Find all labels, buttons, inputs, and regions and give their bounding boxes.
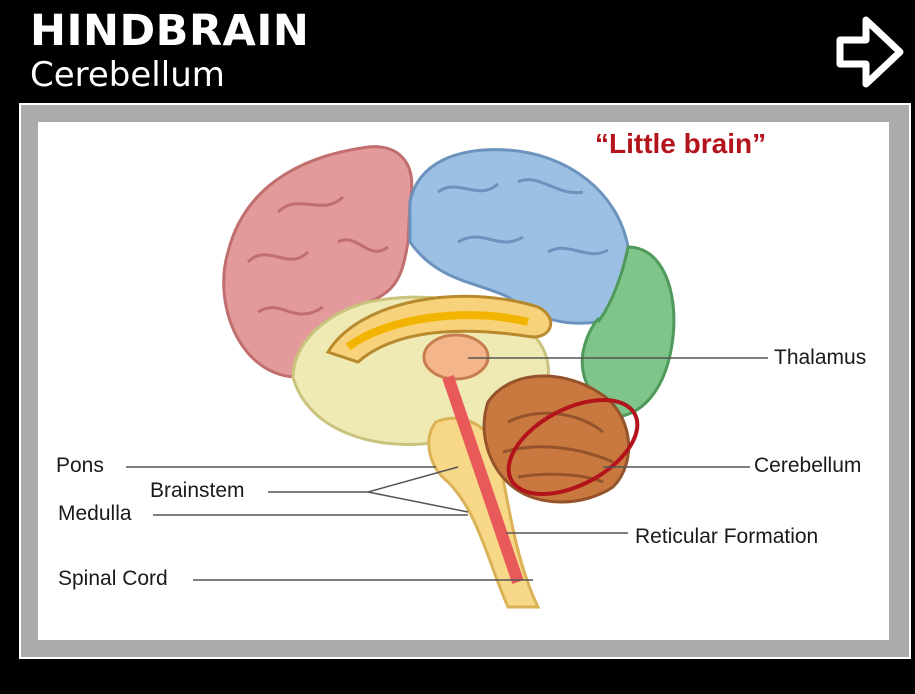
label-reticular-formation: Reticular Formation xyxy=(635,525,818,549)
label-spinal-cord: Spinal Cord xyxy=(58,567,168,591)
label-medulla: Medulla xyxy=(58,502,132,526)
page-title: HINDBRAIN xyxy=(30,8,309,54)
brain-diagram: “Little brain” Thalamus Cerebellum Retic… xyxy=(38,122,889,640)
label-brainstem: Brainstem xyxy=(150,479,245,503)
label-pons: Pons xyxy=(56,454,104,478)
thalamus xyxy=(424,335,488,379)
label-thalamus: Thalamus xyxy=(774,346,866,370)
right-arrow-icon xyxy=(836,12,904,92)
page-subtitle: Cerebellum xyxy=(30,55,225,95)
diagram-caption: “Little brain” xyxy=(595,128,766,160)
next-button[interactable] xyxy=(836,12,904,92)
label-cerebellum: Cerebellum xyxy=(754,454,861,478)
